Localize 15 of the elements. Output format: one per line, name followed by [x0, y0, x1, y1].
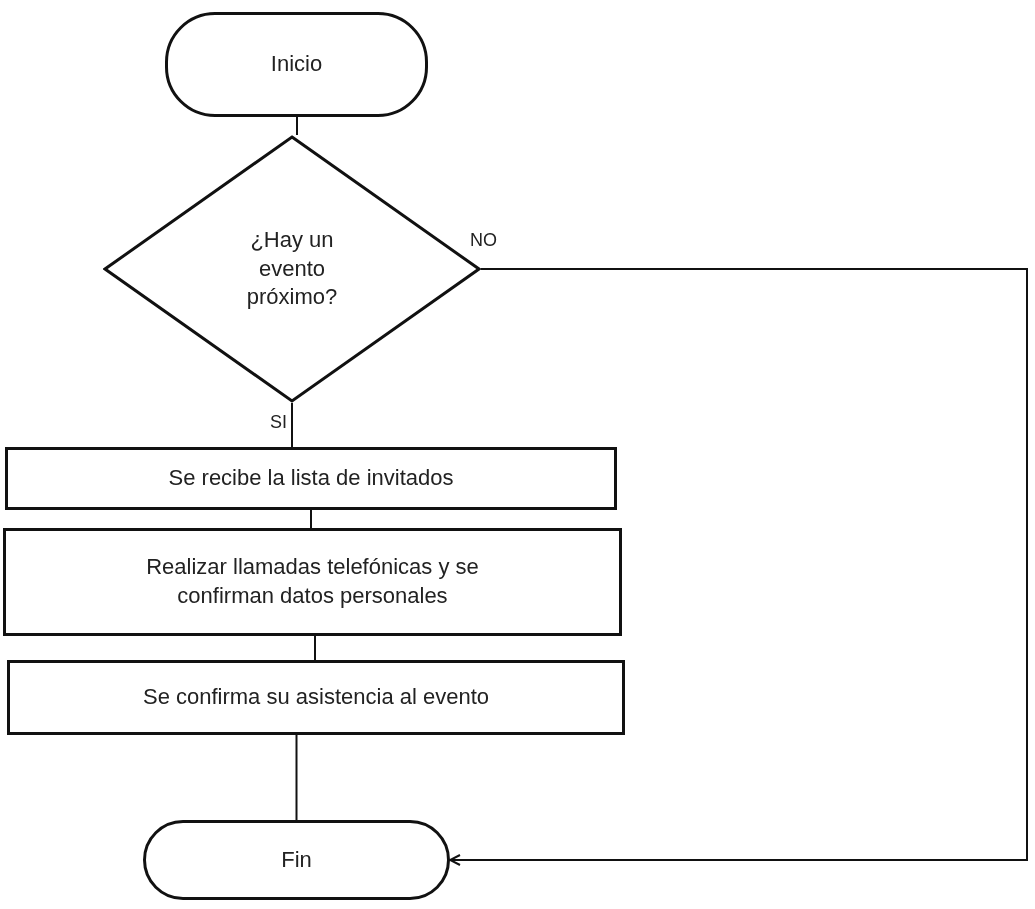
process-text: Realizar llamadas telefónicas y se confirman datos personales	[145, 553, 480, 610]
process-text: Se confirma su asistencia al evento	[142, 683, 490, 712]
connector-line	[291, 402, 293, 448]
arrow	[449, 268, 1028, 866]
decision-text: ¿Hay un evento próximo?	[245, 226, 339, 312]
terminal-label: Inicio	[270, 50, 323, 79]
terminal-label: Fin	[281, 845, 312, 874]
connector-line	[295, 734, 298, 821]
connector-line	[296, 116, 298, 136]
connector-line	[314, 635, 316, 661]
connector-line	[310, 509, 312, 529]
process-box	[7, 660, 625, 735]
process-text: Se recibe la lista de invitados	[168, 464, 454, 493]
process-box	[5, 447, 617, 510]
process-box	[3, 528, 622, 636]
